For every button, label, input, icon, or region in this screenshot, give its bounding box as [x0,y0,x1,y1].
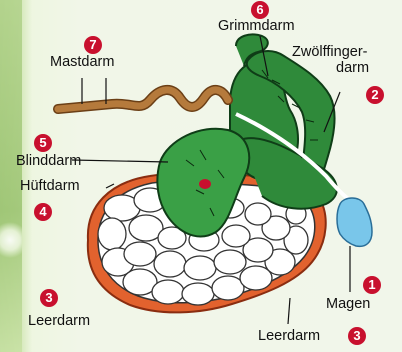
rectum [58,90,228,109]
marker-2: 2 [366,86,384,104]
cecum-tip [199,179,211,189]
marker-4: 4 [34,203,52,221]
stomach [337,198,372,246]
label-hueftdarm: Hüftdarm [20,178,80,194]
label-leerdarm-left: Leerdarm [28,313,90,329]
marker-1: 1 [363,276,381,294]
marker-3-left: 3 [40,289,58,307]
label-zwoelffinger: Zwölffinger- [292,44,367,60]
marker-7: 7 [84,36,102,54]
marker-5: 5 [34,134,52,152]
label-grimmdarm: Grimmdarm [218,18,295,34]
label-zwoelffinger-darm: darm [336,60,369,76]
marker-6: 6 [251,1,269,19]
label-blinddarm: Blinddarm [16,153,81,169]
marker-3-right: 3 [348,327,366,345]
label-mastdarm: Mastdarm [50,54,114,70]
label-leerdarm-right: Leerdarm [258,328,320,344]
label-magen: Magen [326,296,370,312]
